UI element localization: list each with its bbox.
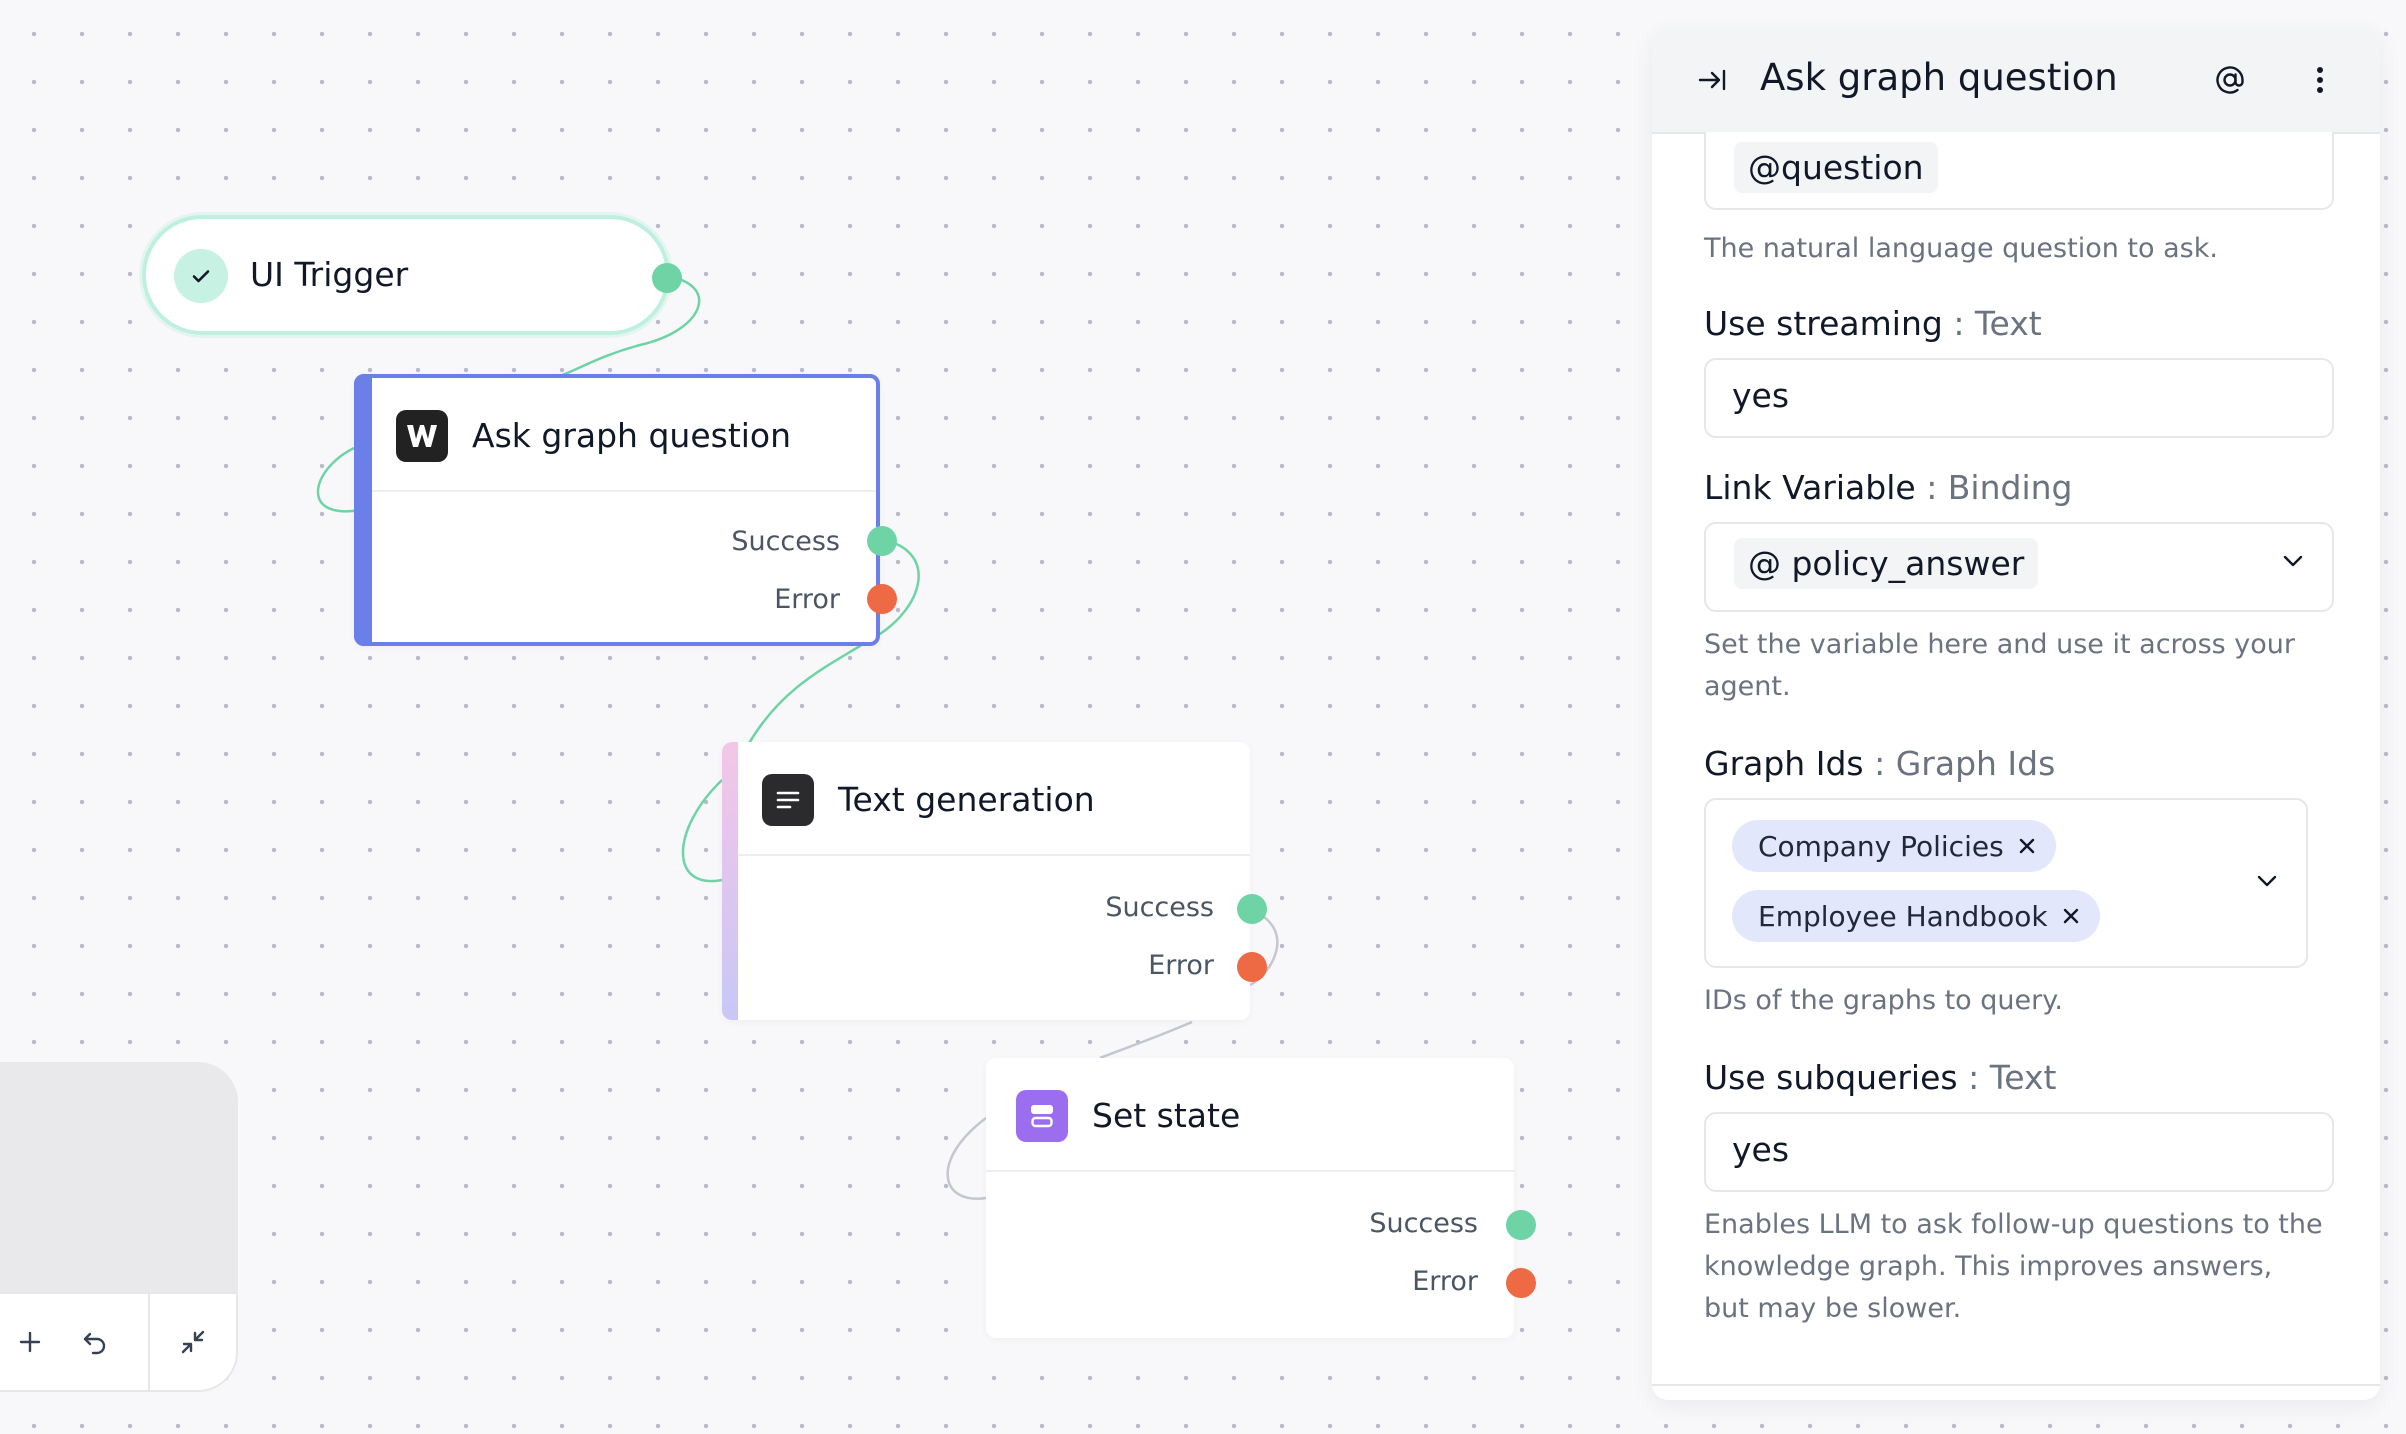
subqueries-value: yes xyxy=(1732,1130,1790,1169)
more-options-icon[interactable] xyxy=(2296,56,2344,104)
node-header: Text generation xyxy=(738,742,1250,856)
node-accent xyxy=(722,742,738,1020)
collapse-icon[interactable] xyxy=(150,1294,236,1390)
wire-text-to-state-b xyxy=(1099,1020,1193,1060)
graph-tag[interactable]: Employee Handbook xyxy=(1732,890,2100,942)
graph-ids-label: Graph Ids : Graph Ids xyxy=(1704,744,2056,783)
streaming-input[interactable]: yes xyxy=(1704,358,2334,438)
link-variable-chip: @ policy_answer xyxy=(1734,538,2039,589)
success-label: Success xyxy=(1369,1208,1478,1239)
error-label: Error xyxy=(774,584,840,615)
ask-graph-question-node[interactable]: Ask graph question Success Error xyxy=(354,374,897,646)
link-variable-select[interactable]: @ policy_answer xyxy=(1704,522,2334,612)
text-generation-node[interactable]: Text generation Success Error xyxy=(722,742,1267,1020)
question-hint: The natural language question to ask. xyxy=(1704,233,2218,264)
undo-icon[interactable] xyxy=(58,1294,132,1390)
error-label: Error xyxy=(1412,1266,1478,1297)
node-title: Ask graph question xyxy=(472,416,792,455)
node-title: Set state xyxy=(1092,1096,1241,1135)
node-header: Set state xyxy=(986,1058,1514,1172)
chevron-down-icon xyxy=(2282,554,2304,568)
wire-state-loop xyxy=(946,1117,987,1200)
link-variable-hint: Set the variable here and use it across … xyxy=(1704,629,2296,702)
success-port[interactable] xyxy=(1237,894,1267,924)
text-lines-icon xyxy=(762,774,814,826)
w-logo-icon xyxy=(396,410,448,462)
panel-header: Ask graph question xyxy=(1652,28,2380,134)
ui-trigger-node[interactable]: UI Trigger xyxy=(142,215,682,335)
subqueries-hint: Enables LLM to ask follow-up questions t… xyxy=(1704,1209,2323,1324)
set-state-node[interactable]: Set state Success Error xyxy=(986,1058,1536,1338)
properties-panel: Ask graph question @question The natural… xyxy=(1652,28,2380,1400)
question-input[interactable]: @question xyxy=(1704,132,2334,210)
panel-title: Ask graph question xyxy=(1760,56,2118,99)
streaming-label: Use streaming : Text xyxy=(1704,304,2042,343)
error-port[interactable] xyxy=(1237,952,1267,982)
at-sign-icon[interactable] xyxy=(2206,56,2254,104)
question-variable-chip: @question xyxy=(1734,142,1938,193)
subqueries-label: Use subqueries : Text xyxy=(1704,1058,2057,1097)
error-port[interactable] xyxy=(867,584,897,614)
remove-tag-icon[interactable] xyxy=(2062,907,2080,925)
trigger-label: UI Trigger xyxy=(250,255,409,294)
panel-divider xyxy=(1652,1384,2380,1386)
trigger-output-port[interactable] xyxy=(652,263,682,293)
streaming-value: yes xyxy=(1732,376,1790,415)
error-port[interactable] xyxy=(1506,1268,1536,1298)
node-title: Text generation xyxy=(838,780,1095,819)
graph-tag[interactable]: Company Policies xyxy=(1732,820,2056,872)
check-icon xyxy=(174,249,228,303)
node-selected-accent xyxy=(354,374,372,646)
wire-text-loop xyxy=(681,779,723,883)
collapse-panel-icon[interactable] xyxy=(1688,56,1736,104)
canvas-toolbar xyxy=(0,1292,238,1392)
subqueries-input[interactable]: yes xyxy=(1704,1112,2334,1192)
minimap[interactable] xyxy=(0,1062,238,1292)
chevron-down-icon xyxy=(2256,874,2278,888)
graph-ids-hint: IDs of the graphs to query. xyxy=(1704,985,2063,1016)
database-icon xyxy=(1016,1090,1068,1142)
success-port[interactable] xyxy=(867,526,897,556)
success-label: Success xyxy=(1105,892,1214,923)
success-label: Success xyxy=(731,526,840,557)
link-variable-label: Link Variable : Binding xyxy=(1704,468,2073,507)
plus-icon[interactable] xyxy=(2,1294,58,1390)
remove-tag-icon[interactable] xyxy=(2018,837,2036,855)
node-header: Ask graph question xyxy=(372,378,876,492)
error-label: Error xyxy=(1148,950,1214,981)
success-port[interactable] xyxy=(1506,1210,1536,1240)
graph-ids-select[interactable]: Company Policies Employee Handbook xyxy=(1704,798,2308,968)
